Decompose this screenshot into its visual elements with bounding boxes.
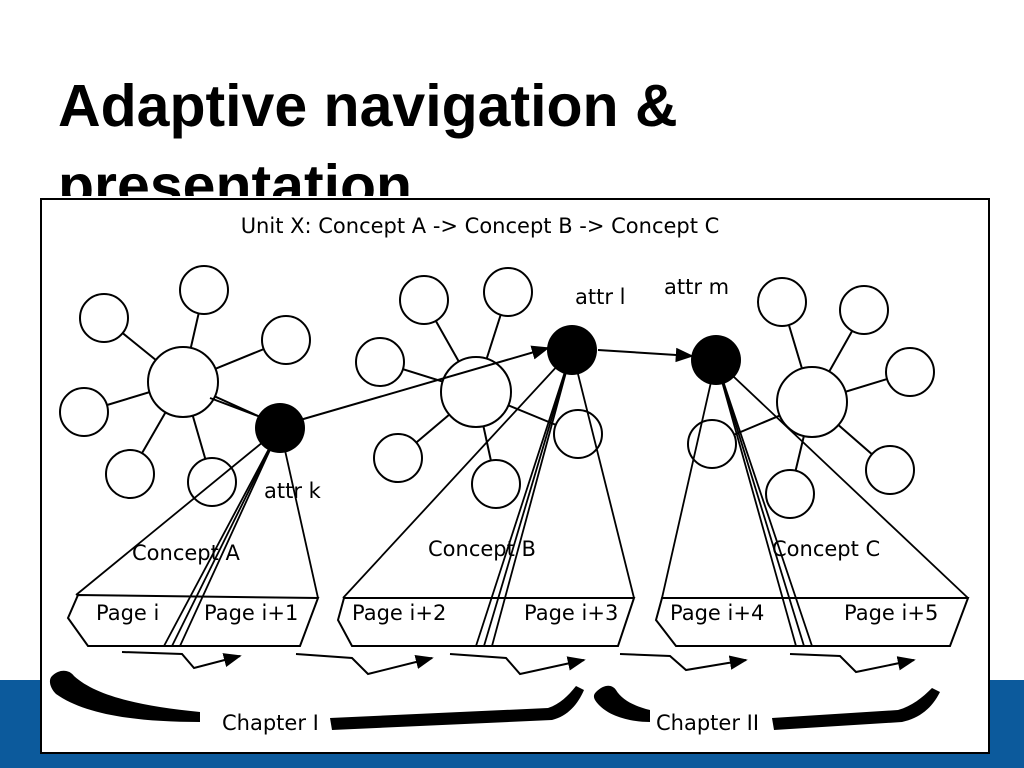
concept-b-node	[373, 433, 423, 483]
page-label: Page i	[96, 601, 159, 625]
concept-c-node	[687, 419, 737, 469]
diagram-frame: Unit X: Concept A -> Concept B -> Concep…	[40, 198, 990, 754]
concept-a-node	[79, 293, 129, 343]
page-group-concept-c	[654, 597, 970, 647]
concept-a-node	[105, 449, 155, 499]
attr-l-label: attr l	[575, 285, 625, 309]
concept-a-network	[59, 265, 311, 507]
page-label: Page i+3	[524, 601, 618, 625]
attr-l-fan	[342, 349, 635, 647]
concept-c-node	[885, 347, 935, 397]
concept-c-node	[765, 469, 815, 519]
concept-c-label: Concept C	[772, 537, 880, 561]
attr-l-node	[547, 325, 597, 375]
concept-a-node	[59, 387, 109, 437]
attr-m-label: attr m	[664, 275, 729, 299]
concept-a-node	[187, 457, 237, 507]
concept-a-label: Concept A	[132, 541, 241, 565]
adaptive-navigation-diagram: Unit X: Concept A -> Concept B -> Concep…	[49, 214, 970, 735]
page-label: Page i+5	[844, 601, 938, 625]
concept-b-node	[399, 275, 449, 325]
concept-b-node	[483, 267, 533, 317]
concept-a-hub	[147, 346, 219, 418]
page-groups	[66, 593, 970, 647]
concept-a-node	[179, 265, 229, 315]
attr-k-label: attr k	[264, 479, 322, 503]
concept-b-label: Concept B	[428, 537, 536, 561]
concept-b-node	[553, 409, 603, 459]
attr-m-node	[691, 335, 741, 385]
page-label: Page i+1	[204, 601, 298, 625]
chapter-one-left-stroke	[49, 670, 201, 722]
concept-c-node	[839, 285, 889, 335]
chapter-brackets	[49, 670, 940, 730]
attr-k-fan	[75, 427, 319, 647]
concept-b-hub	[440, 356, 512, 428]
attr-k-node	[255, 403, 305, 453]
concept-b-node	[355, 337, 405, 387]
chapter-two-label: Chapter II	[656, 711, 759, 735]
slide-title: Adaptive navigation & presentation	[58, 73, 678, 196]
page-group-concept-a	[66, 593, 320, 647]
chapter-one-label: Chapter I	[222, 711, 319, 735]
concept-a-node	[261, 315, 311, 365]
concept-c-hub	[776, 366, 848, 438]
page-navigation-arrows	[121, 651, 916, 676]
chapter-two-right-stroke	[772, 688, 940, 730]
concept-b-network	[355, 267, 603, 509]
concept-b-node	[471, 459, 521, 509]
attribute-links	[209, 345, 694, 421]
chapter-two-left-stroke	[593, 685, 650, 722]
page-group-concept-b	[336, 597, 636, 647]
page-label: Page i+4	[670, 601, 764, 625]
chapter-one-right-stroke	[330, 686, 584, 730]
concept-c-node	[757, 277, 807, 327]
concept-c-node	[865, 445, 915, 495]
page-label: Page i+2	[352, 601, 446, 625]
concept-c-network	[687, 277, 935, 519]
unit-label: Unit X: Concept A -> Concept B -> Concep…	[241, 214, 720, 238]
